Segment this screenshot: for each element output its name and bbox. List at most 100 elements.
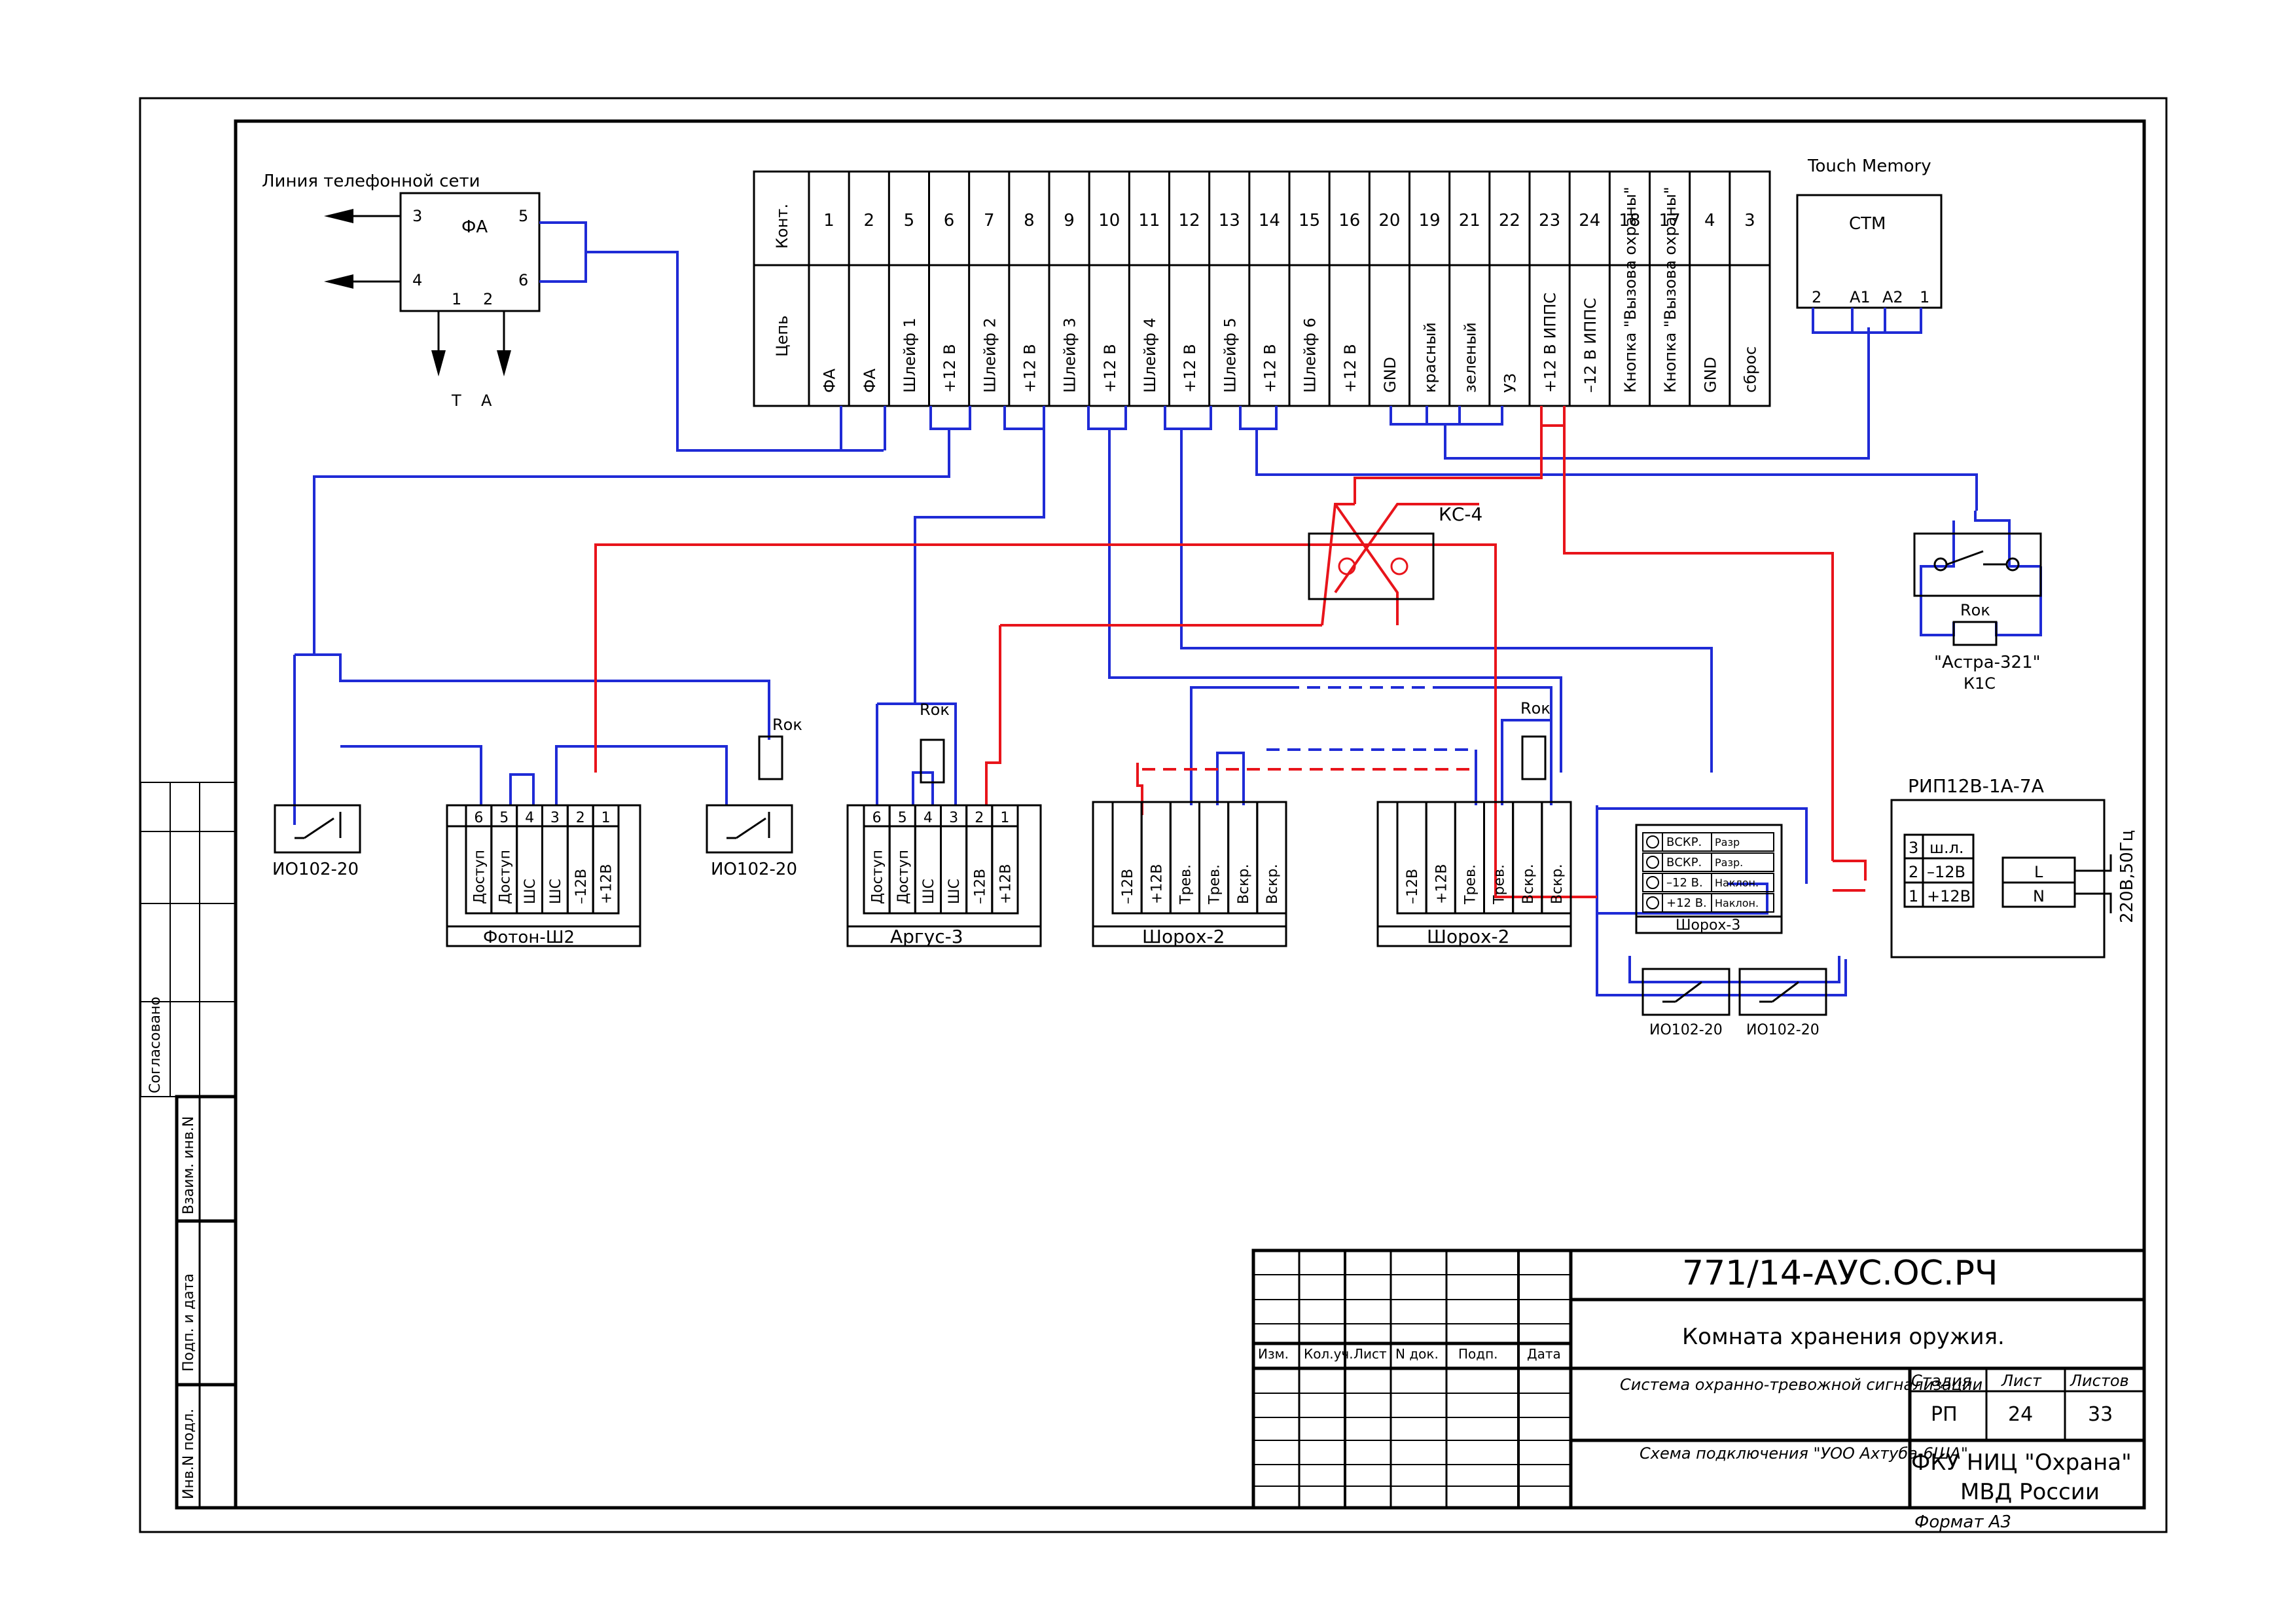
- phone-pin: 1: [452, 290, 461, 308]
- terminal-number: 3: [550, 810, 560, 826]
- terminal-number: 14: [1259, 211, 1280, 230]
- shoroh3-row: [1642, 873, 1774, 892]
- terminal-circuit-name: сброс: [1741, 346, 1759, 393]
- header-contact: Конт.: [773, 204, 791, 249]
- shoroh3-row-left: –12 В.: [1666, 876, 1703, 890]
- terminal-number: 4: [924, 810, 933, 826]
- terminal-circuit-name: +12 В: [1101, 344, 1119, 393]
- astra-sub: К1С: [1964, 674, 1996, 693]
- terminal-circuit-name: Шлейф 5: [1221, 318, 1239, 393]
- terminal-number: 5: [898, 810, 907, 826]
- ks4-switch: КС-4: [1308, 503, 1482, 600]
- resistor: [920, 739, 945, 784]
- io102-detector: ИО102-20: [706, 804, 797, 879]
- shoroh3-row-left: ВСКР.: [1666, 835, 1702, 849]
- terminal-number: 21: [1459, 211, 1480, 230]
- rev-header: Изм.: [1258, 1346, 1289, 1362]
- phone-pin: 4: [412, 271, 422, 289]
- terminal-number: 17: [1659, 211, 1681, 230]
- scheme-name-line: Схема подключения "УОО Ахтуба-6ША": [1640, 1444, 1968, 1463]
- sheet-header: Лист: [2001, 1372, 2042, 1390]
- terminal-circuit-name: красный: [1421, 322, 1439, 393]
- terminal-label: –12В: [1120, 869, 1136, 904]
- phone-adapter-label: ФА: [461, 217, 488, 237]
- terminal-circuit-name: +12 В: [1341, 344, 1359, 393]
- scheme-name: Схема подключения "УОО Ахтуба-6ША": [1640, 1444, 1968, 1463]
- terminal-number: 6: [872, 810, 882, 826]
- rip-row-label: ш.л.: [1929, 839, 1964, 857]
- terminal-circuit-name: Шлейф 4: [1141, 318, 1159, 393]
- ks4-contact: [1390, 557, 1408, 575]
- io102-detector: ИО102-20: [272, 804, 361, 879]
- outer-frame: [139, 97, 2168, 1533]
- terminal-label: Трев.: [1492, 864, 1508, 905]
- terminal-label: Доступ: [471, 850, 488, 904]
- terminal-circuit-name: Кнопка "Вызова охраны": [1661, 187, 1679, 393]
- terminal-number: 3: [949, 810, 958, 826]
- foton-name: Фотон-Ш2: [483, 928, 575, 947]
- terminal-number: 9: [1064, 211, 1075, 230]
- terminal-number: 4: [1704, 211, 1715, 230]
- rip-title: РИП12В-1А-7А: [1908, 775, 2044, 797]
- terminal-number: 12: [1179, 211, 1200, 230]
- terminal-number: 18: [1619, 211, 1640, 230]
- contact-icon: [1646, 835, 1659, 848]
- rev-header: Лист: [1354, 1346, 1387, 1362]
- terminal-circuit-name: +12 В ИППС: [1541, 293, 1560, 393]
- terminal-label: –12В: [573, 869, 590, 904]
- terminal-circuit-name: УЗ: [1501, 373, 1519, 393]
- phone-line-block: Линия телефонной сети ФА 3 4 5 6 1 2 Т А: [262, 172, 541, 410]
- resistor-label: Rок: [772, 716, 802, 734]
- shoroh3-row-right: Наклон.: [1715, 897, 1759, 909]
- terminal-cell: [1256, 801, 1287, 915]
- stamp-cell: Инв.N подл.: [181, 1409, 197, 1499]
- arrow-left-icon: [324, 209, 353, 223]
- terminal-number: 2: [975, 810, 984, 826]
- stamp-agreed: Согласовано: [147, 996, 164, 1093]
- title-block: Изм. Кол.уч. Лист N док. Подп. Дата 771/…: [1251, 1249, 2146, 1532]
- terminal-number: 1: [601, 810, 611, 826]
- terminal-circuit-name: GND: [1701, 357, 1719, 393]
- terminal-number: 13: [1219, 211, 1240, 230]
- stm-pin: A2: [1882, 288, 1903, 306]
- phone-line-title: Линия телефонной сети: [262, 172, 480, 191]
- terminal-circuit-name: Шлейф 1: [901, 318, 919, 393]
- stm-box: [1796, 194, 1943, 309]
- shoroh3-name: Шорох-3: [1676, 917, 1740, 934]
- terminal-label: Вскр.: [1549, 864, 1566, 904]
- blue-wires: [293, 221, 2042, 996]
- sheets-value: 33: [2088, 1403, 2113, 1426]
- io102-detector: ИО102-20: [1738, 968, 1827, 1038]
- terminal-number: 1: [1000, 810, 1009, 826]
- arrow-left-icon: [324, 274, 353, 289]
- header-chain: Цепь: [773, 316, 791, 357]
- terminal-circuit-name: +12 В: [1181, 344, 1199, 393]
- terminal-number: 1: [823, 211, 834, 230]
- org-line1: ФКУ НИЦ "Охрана": [1911, 1450, 2132, 1476]
- terminal-label: ШС: [548, 879, 564, 904]
- org-line2: МВД России: [1960, 1479, 2100, 1505]
- terminal-circuit-name: +12 В: [1020, 344, 1039, 393]
- terminal-label: Доступ: [870, 850, 886, 904]
- terminal-label: ШС: [522, 879, 539, 904]
- shoroh2-name: Шорох-2: [1142, 926, 1225, 947]
- terminal-label: –12В: [972, 869, 988, 904]
- terminal-label: +12В: [1149, 864, 1165, 904]
- terminal-number: 2: [576, 810, 585, 826]
- terminal-number: 20: [1378, 211, 1400, 230]
- terminal-circuit-name: GND: [1381, 357, 1399, 393]
- io-label: ИО102-20: [1746, 1022, 1820, 1038]
- phone-output-a: А: [481, 392, 492, 410]
- ks4-box: [1308, 532, 1435, 600]
- terminal-label: +12В: [599, 864, 615, 904]
- shoroh3-row-right: Наклон.: [1715, 877, 1759, 889]
- terminal-number: 22: [1499, 211, 1520, 230]
- io-label: ИО102-20: [272, 860, 359, 879]
- terminal-label: Вскр.: [1265, 864, 1281, 904]
- system-name: Система охранно-тревожной сигнализации: [1620, 1376, 1982, 1394]
- terminal-circuit-name: +12 В: [941, 344, 959, 393]
- terminal-label: ШС: [921, 879, 937, 904]
